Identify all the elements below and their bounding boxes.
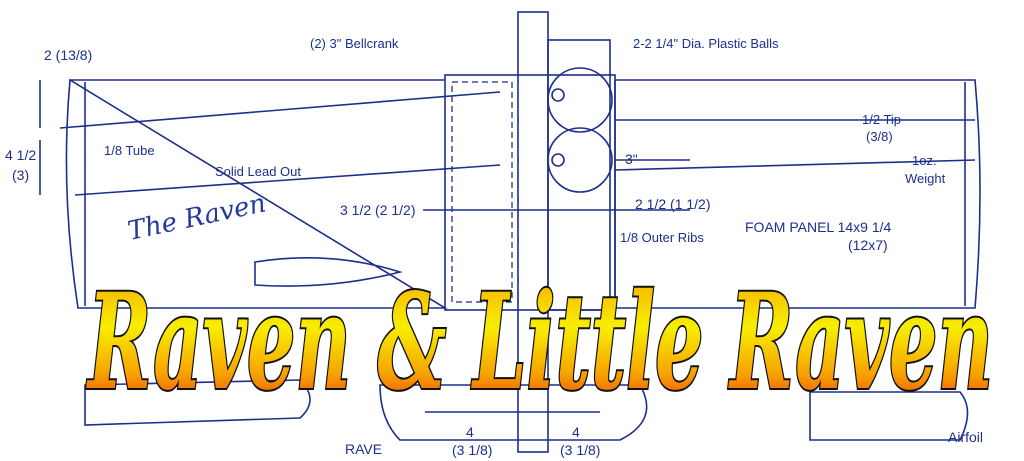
label-bottom-right-dim: 4 (572, 424, 580, 440)
label-left-span: 3 1/2 (2 1/2) (340, 202, 416, 218)
label-partial-raven: RAVE (345, 441, 382, 457)
label-dim-top-left: 2 (13/8) (44, 47, 92, 63)
label-foam-panel-alt: (12x7) (848, 237, 888, 253)
label-dim-left: 4 1/2 (5, 147, 36, 163)
label-tube: 1/8 Tube (104, 143, 155, 158)
title-logo: Raven & Little Raven (86, 265, 993, 420)
label-weight-2: Weight (905, 171, 946, 186)
label-bottom-left-dim: 4 (466, 424, 474, 440)
label-bottom-right-dim-alt: (3 1/8) (560, 442, 600, 458)
label-lead-out: Solid Lead Out (215, 164, 301, 179)
label-bellcrank: (2) 3" Bellcrank (310, 36, 399, 51)
signature-the-raven: The Raven (125, 188, 268, 247)
label-right-span: 2 1/2 (1 1/2) (635, 196, 711, 212)
label-airfoil: Airfoil (948, 429, 983, 445)
label-tip: 1/2 Tip (862, 112, 901, 127)
label-dim-left-alt: (3) (12, 167, 29, 183)
fuselage (379, 11, 690, 453)
label-plastic-balls: 2-2 1/4" Dia. Plastic Balls (633, 36, 779, 51)
label-outer-ribs: 1/8 Outer Ribs (620, 230, 704, 245)
label-foam-panel: FOAM PANEL 14x9 1/4 (745, 219, 891, 235)
label-dim-3in: 3" (625, 151, 638, 167)
label-weight-1: 1oz. (912, 153, 937, 168)
airfoil-sketch (809, 391, 969, 441)
little-raven-sketch (254, 256, 403, 287)
label-tip-alt: (3/8) (866, 129, 893, 144)
label-bottom-left-dim-alt: (3 1/8) (452, 442, 492, 458)
fuselage-side-sketch (84, 379, 311, 426)
